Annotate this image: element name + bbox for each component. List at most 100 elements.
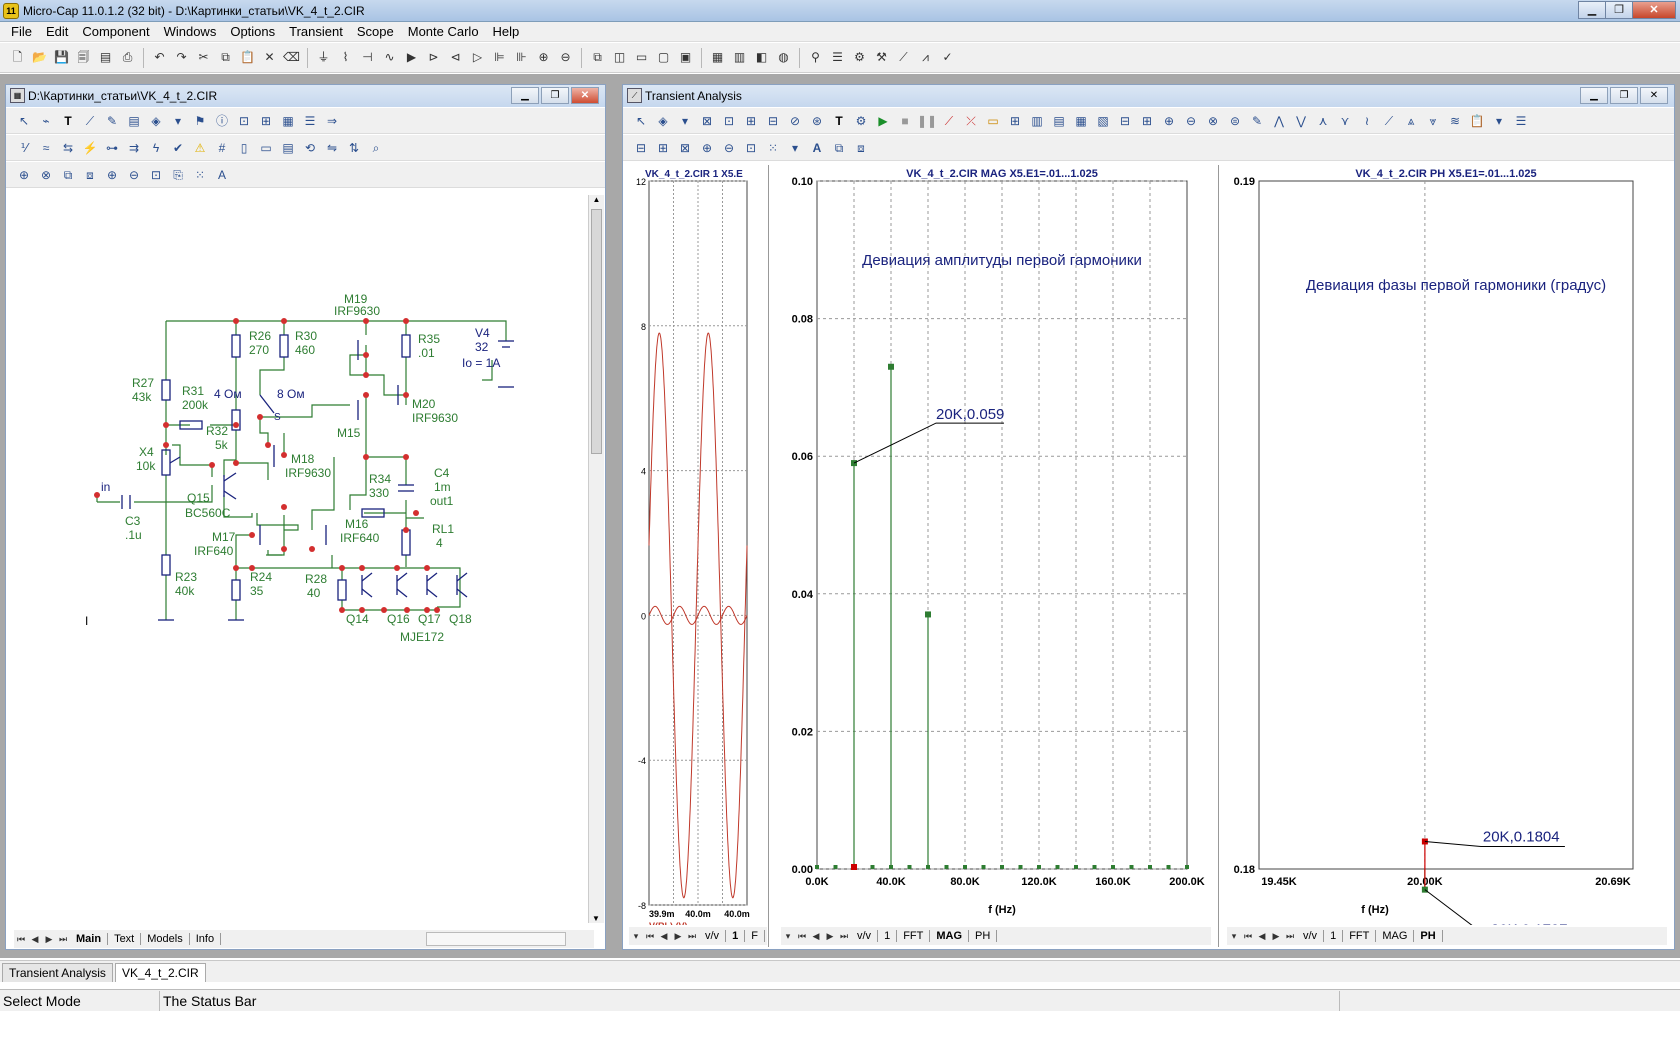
menu-file[interactable]: File [11, 24, 32, 39]
bjt-q14[interactable] [361, 572, 373, 598]
last-page-icon[interactable]: ⏭ [839, 930, 849, 941]
cursor-high-icon[interactable]: ⋏ [1318, 113, 1328, 128]
tab-models[interactable]: Models [141, 933, 190, 945]
run-icon[interactable]: ▶ [878, 113, 888, 128]
resistor-r32[interactable] [231, 409, 241, 431]
select-icon[interactable]: ↖ [635, 113, 647, 128]
node-voltages-icon[interactable]: ≈ [42, 140, 50, 155]
tab-main[interactable]: Main [70, 933, 109, 945]
rotate-icon[interactable]: ⟲ [304, 140, 316, 155]
clear-icon[interactable]: ⌫ [283, 50, 300, 64]
resistor-r35[interactable] [401, 334, 411, 358]
check-icon[interactable]: ✔ [172, 140, 184, 155]
cursor-low-icon[interactable]: ⋎ [1340, 113, 1350, 128]
capacitor-icon[interactable]: ⊣ [362, 50, 373, 64]
currents-icon[interactable]: ⇆ [62, 140, 74, 155]
copy-icon[interactable]: ⧉ [834, 140, 844, 155]
first-page-icon[interactable]: ⏮ [797, 930, 807, 941]
bjt-q16[interactable] [396, 572, 408, 598]
paste-icon[interactable]: ⧈ [857, 140, 865, 155]
bjt-q18[interactable] [456, 572, 468, 598]
step-icon[interactable]: ⊕ [18, 167, 30, 182]
undo-icon[interactable]: ↶ [154, 50, 165, 64]
minimize-icon[interactable]: ▁ [1580, 87, 1608, 104]
tab-mag[interactable]: MAG [1376, 930, 1415, 942]
restore-icon[interactable]: ❐ [1610, 87, 1638, 104]
tab-1[interactable]: 1 [726, 930, 746, 942]
restore-icon[interactable]: ❐ [541, 87, 569, 104]
tab-ph[interactable]: PH [1414, 930, 1443, 942]
grid-icon[interactable]: # [218, 140, 226, 155]
cursor-tag-icon[interactable]: ⊠ [679, 140, 691, 155]
shape-icon[interactable]: ◈ [151, 113, 161, 128]
scroll-down-icon[interactable]: ▾ [633, 930, 639, 941]
resistor-r34[interactable] [361, 508, 385, 518]
info-icon[interactable]: ⓘ [215, 113, 228, 128]
close-icon[interactable]: ✕ [571, 87, 599, 104]
menu-windows[interactable]: Windows [163, 24, 217, 39]
prev-page-icon[interactable]: ◀ [31, 933, 39, 944]
first-page-icon[interactable]: ⏮ [16, 933, 26, 944]
prev-page-icon[interactable]: ◀ [1258, 930, 1266, 941]
tile-vertical-icon[interactable]: ◫ [613, 50, 626, 64]
node-icon[interactable]: ⊖ [560, 50, 571, 64]
chevron-down-icon[interactable]: ▾ [1495, 113, 1503, 128]
resistor-r23[interactable] [161, 554, 171, 576]
schematic-canvas[interactable]: M19 IRF9630 R26 270 R30 460 R35 .01 V4 3… [12, 195, 582, 925]
tab-v-v[interactable]: v/v [699, 930, 727, 942]
wire-icon[interactable]: ⌁ [42, 113, 50, 128]
resistor-icon[interactable]: ⌇ [342, 50, 349, 64]
add-curve-icon[interactable]: ⟋ [944, 113, 954, 128]
tab-info[interactable]: Info [190, 933, 222, 945]
window-icon[interactable]: ▢ [657, 50, 670, 64]
last-page-icon[interactable]: ⏭ [58, 933, 68, 944]
scale-y-icon[interactable]: ⊞ [745, 113, 757, 128]
cursor-valley-icon[interactable]: ⋁ [1296, 113, 1306, 128]
flag-icon[interactable]: ⚑ [194, 113, 206, 128]
region-icon[interactable]: ⊞ [260, 113, 272, 128]
pin-connections-icon[interactable]: ⇉ [128, 140, 140, 155]
text-icon[interactable]: T [835, 113, 843, 128]
inductor-icon[interactable]: ∿ [384, 50, 395, 64]
auto-scale-icon[interactable]: ⊘ [789, 113, 801, 128]
plot-ph[interactable]: VK_4_t_2.CIR PH X5.E1=.01...1.0250.190.1… [1225, 165, 1671, 941]
copy-icon[interactable]: ⧉ [221, 50, 230, 64]
script-icon[interactable]: ⇒ [326, 113, 338, 128]
cursor-slope-icon[interactable]: ⟋ [1384, 113, 1394, 128]
tab-fft[interactable]: FFT [1343, 930, 1377, 942]
restore-scale-icon[interactable]: ⊛ [811, 113, 823, 128]
vertical-tag-icon[interactable]: ⊞ [1141, 113, 1153, 128]
next-page-icon[interactable]: ▶ [826, 930, 834, 941]
next-page-icon[interactable]: ▶ [1272, 930, 1280, 941]
delete-icon[interactable]: ✕ [264, 50, 275, 64]
chevron-down-icon[interactable]: ▾ [174, 113, 182, 128]
shape-icon[interactable]: ◈ [658, 113, 668, 128]
schematic-vertical-scrollbar[interactable]: ▲ ▼ [588, 195, 604, 923]
menu-component[interactable]: Component [82, 24, 150, 39]
source-icon[interactable]: ⊕ [538, 50, 549, 64]
diode-icon[interactable]: ▶ [406, 50, 417, 64]
chevron-down-icon[interactable]: ▾ [681, 113, 689, 128]
tab-fft[interactable]: FFT [897, 930, 931, 942]
cursor-inflection-icon[interactable]: ≀ [1364, 113, 1370, 128]
zoom-out-icon[interactable]: ⊖ [128, 167, 140, 182]
paste-icon[interactable]: ⧈ [86, 167, 94, 182]
next-page-icon[interactable]: ▶ [45, 933, 53, 944]
find-icon[interactable]: ⌕ [372, 140, 380, 155]
window-tab-transient[interactable]: Transient Analysis [2, 963, 113, 982]
help-icon[interactable]: ⊡ [238, 113, 250, 128]
delete-curve-icon[interactable]: ⤫ [966, 113, 976, 128]
resistor-r28[interactable] [337, 579, 347, 601]
opamp-icon[interactable]: ▷ [472, 50, 483, 64]
globe-icon[interactable]: ◍ [778, 50, 789, 64]
analysis-icon[interactable]: ⩘ [922, 50, 929, 64]
cut-icon[interactable]: ✂ [198, 50, 209, 64]
page-icon[interactable]: ▯ [240, 140, 248, 155]
npn-icon[interactable]: ⊳ [428, 50, 439, 64]
scroll-up-icon[interactable]: ▲ [592, 195, 601, 204]
minimize-icon[interactable]: ▁ [511, 87, 539, 104]
scroll-thumb[interactable] [591, 209, 602, 454]
scroll-down-icon[interactable]: ▼ [592, 914, 600, 923]
resistor-r31[interactable] [179, 420, 203, 430]
scroll-down-icon[interactable]: ▾ [1231, 930, 1237, 941]
